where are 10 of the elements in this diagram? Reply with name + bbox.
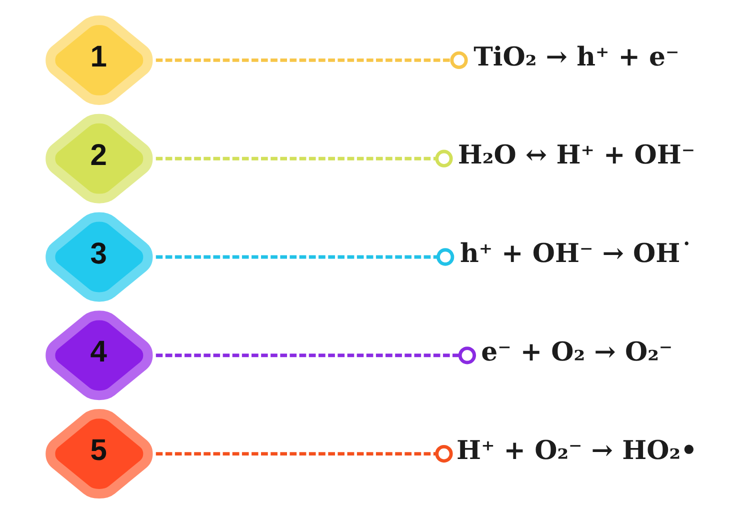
connector	[155, 346, 476, 364]
node-text: H⁺ + O₂⁻ → HO₂•	[456, 436, 697, 466]
connector	[155, 51, 468, 70]
node-text: e⁻ + O₂ → O₂⁻	[480, 337, 672, 368]
connector	[155, 248, 454, 266]
node-text: TiO₂ → h⁺ + e⁻	[473, 42, 679, 72]
connector	[155, 444, 452, 463]
connector	[155, 150, 452, 168]
node-text: h⁺ + OH⁻ → OH˙	[459, 239, 693, 270]
node-text: H₂O ↔ H⁺ + OH⁻	[457, 140, 695, 171]
